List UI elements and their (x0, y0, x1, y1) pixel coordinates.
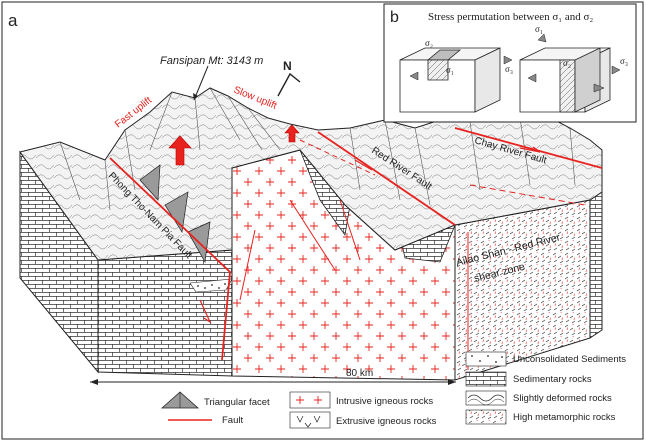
sigma1-left: σ₁ (446, 65, 454, 75)
sigma2-right: σ₂ (563, 58, 571, 68)
fast-uplift-arrow (168, 135, 192, 166)
scale-label: 80 km (346, 368, 373, 379)
legend-sedimentary-label: Sedimentary rocks (513, 374, 592, 385)
legend-fault: Fault (168, 415, 243, 426)
legend-extrusive: Extrusive igneous rocks (289, 411, 437, 429)
legend-high-metamorphic-label: High metamorphic rocks (513, 412, 616, 423)
triangular-facet-1 (139, 164, 161, 201)
stress-arrows (409, 33, 621, 93)
fault-chay-river (454, 127, 603, 169)
legend-fault-label: Fault (222, 415, 243, 426)
panel-b-letter: b (390, 9, 399, 26)
legend-extrusive-label: Extrusive igneous rocks (336, 416, 437, 427)
fault-motion-arrows (199, 146, 541, 324)
slow-uplift-arrow (284, 124, 300, 143)
legend-triangular-facet: Triangular facet (160, 391, 270, 409)
sigma3-left: σ₃ (505, 64, 513, 74)
legend-intrusive-label: Intrusive igneous rocks (336, 396, 433, 407)
legend-unconsolidated-label: Unconsolidated Sediments (513, 354, 626, 365)
panel-a: a Fansipan Mt: 3143 m N Fast uplift Slow… (8, 11, 603, 385)
panel-b: b Stress permutation between σ₁ and σ₂ (383, 3, 637, 123)
fault-minor-3 (339, 199, 361, 261)
stress-block-right (519, 47, 611, 113)
block-right-wall (589, 191, 603, 339)
legend-unconsolidated: Unconsolidated Sediments (465, 351, 626, 367)
legend-slightly-deformed: Slightly deformed rocks (465, 390, 612, 406)
legend-triangular-facet-label: Triangular facet (204, 397, 270, 408)
sigma2-left: σ₂ (425, 38, 433, 48)
ridge-hachures (59, 87, 576, 211)
legend: Triangular facet Fault Intrusive igneous… (160, 351, 626, 429)
legend-slightly-deformed-label: Slightly deformed rocks (513, 393, 612, 404)
panel-a-letter: a (8, 11, 18, 30)
figure-frame (1, 1, 644, 440)
legend-high-metamorphic: High metamorphic rocks (465, 409, 616, 425)
sigma1-right: σ₁ (535, 24, 543, 34)
peak-label: Fansipan Mt: 3143 m (160, 55, 263, 67)
peak-pointer (193, 65, 209, 101)
panel-b-title: Stress permutation between σ₁ and σ₂ (428, 11, 593, 23)
fault-phong-tho (109, 157, 231, 361)
unconsolidated-strip (189, 278, 233, 293)
north-arrow-icon (277, 72, 301, 97)
north-label: N (283, 59, 292, 73)
fault-lines (109, 127, 603, 370)
fault-red-river (317, 131, 456, 226)
fault-dashed-2 (299, 139, 376, 176)
scale-bar (90, 379, 456, 385)
legend-intrusive: Intrusive igneous rocks (289, 391, 433, 409)
block-front-sedimentary (97, 249, 233, 377)
sigma3-right: σ₃ (620, 56, 628, 66)
fault-minor-1 (289, 199, 336, 271)
legend-sedimentary: Sedimentary rocks (465, 371, 592, 387)
stress-block-left (399, 47, 501, 113)
fault-minor-2 (239, 229, 256, 301)
